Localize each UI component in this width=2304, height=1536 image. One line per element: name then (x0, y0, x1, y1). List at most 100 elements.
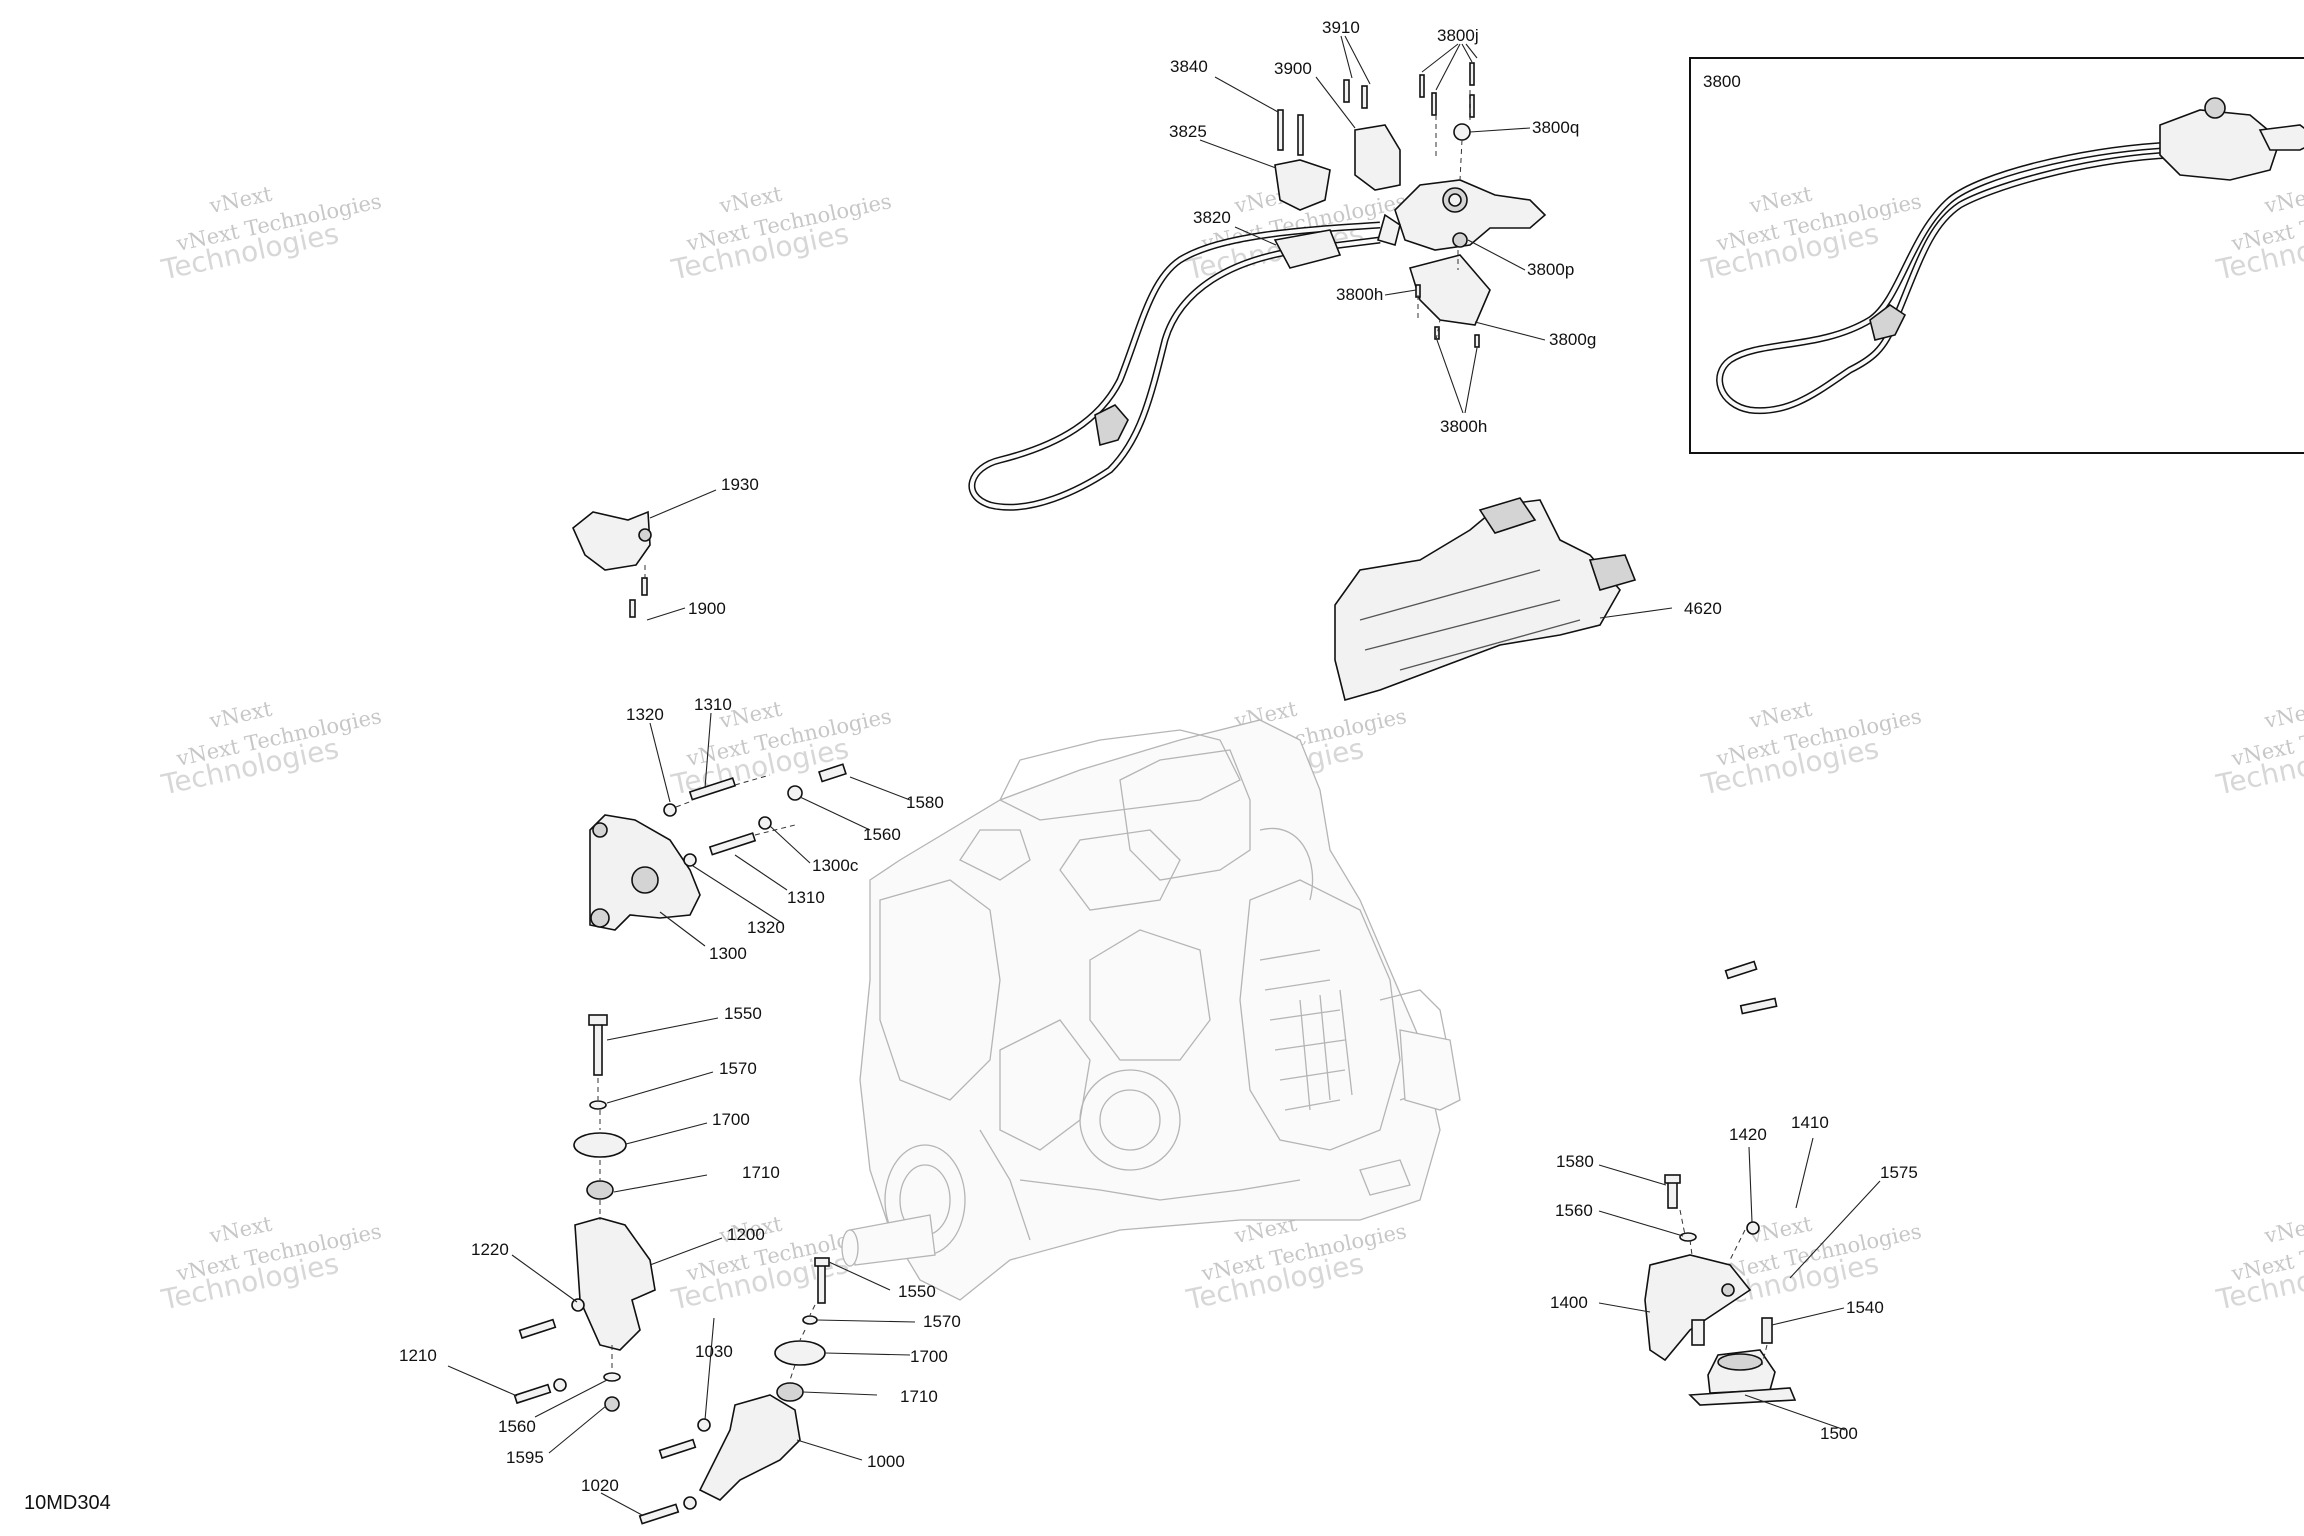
bolt-1310 (688, 777, 737, 801)
harness-cable (1716, 141, 2171, 415)
callout-1930: 1930 (721, 475, 759, 494)
bushing-1710 (586, 1180, 614, 1200)
watermark-text: vNext (2261, 1212, 2304, 1249)
nut-1300c (758, 816, 772, 830)
mount-1400-group (1644, 960, 1797, 1406)
module-body (1334, 499, 1621, 701)
mount-1000 (698, 1394, 801, 1501)
callout-3800g: 3800g (1549, 330, 1596, 349)
watermark: vNext vNext Technologies Technologies (2213, 1212, 2304, 1317)
module-4620 (1334, 497, 1637, 701)
washer-1560 (1679, 1232, 1697, 1242)
callout-3910: 3910 (1322, 18, 1360, 37)
sensor-3820 (1273, 229, 1342, 269)
holder-3825 (1274, 159, 1331, 211)
callout-3800j: 3800j (1437, 26, 1479, 45)
bolt-1410 (1739, 997, 1778, 1015)
callout-1570: 1570 (923, 1312, 961, 1331)
watermark: vNext vNext Technologies Technologies (1698, 182, 1924, 287)
watermark: vNext vNext Technologies Technologies (158, 182, 384, 287)
callout-3800q: 3800q (1532, 118, 1579, 137)
bolt-1030 (658, 1438, 697, 1460)
washer-1420 (1746, 1221, 1760, 1235)
inset-frame (1689, 57, 2304, 454)
callout-1000: 1000 (867, 1452, 905, 1471)
inset-panel: 3800 (1689, 57, 2304, 454)
leader-lines (447, 35, 1881, 1516)
callout-1550: 1550 (898, 1282, 936, 1301)
callout-1710: 1710 (742, 1163, 780, 1182)
callout-1580: 1580 (906, 793, 944, 812)
callout-1700: 1700 (712, 1110, 750, 1129)
bolt-1550 (593, 1019, 603, 1076)
throttle-housing (2159, 109, 2281, 181)
callout-1560: 1560 (863, 825, 901, 844)
watermark-text: vNext (2261, 182, 2304, 219)
callout-1410: 1410 (1791, 1113, 1829, 1132)
callout-1320: 1320 (626, 705, 664, 724)
watermark: vNext vNext Technologies Technologies (1698, 697, 1924, 802)
callout-labels: 3910 3800j 3840 3900 3800q 3825 3820 380… (399, 18, 1918, 1495)
callout-1560: 1560 (1555, 1201, 1593, 1220)
callout-1700: 1700 (910, 1347, 948, 1366)
callout-1710: 1710 (900, 1387, 938, 1406)
washer-1700 (573, 1132, 627, 1158)
screw-3910 (1343, 79, 1350, 103)
watermark: vNext vNext Technologies Technologies (158, 1212, 384, 1317)
bolt-1540 (1761, 1317, 1773, 1344)
callout-1400: 1400 (1550, 1293, 1588, 1312)
callout-1900: 1900 (688, 599, 726, 618)
cable-clip (1094, 404, 1129, 447)
mount-1300-group (589, 763, 847, 931)
washer-1570 (589, 1100, 607, 1110)
washer-1700 (774, 1340, 826, 1366)
throttle-assembly (968, 62, 1547, 511)
callout-1580: 1580 (1556, 1152, 1594, 1171)
callout-1300: 1300 (709, 944, 747, 963)
bracket-3800g (1408, 254, 1491, 326)
washer-1570 (802, 1315, 818, 1325)
callout-3800h: 3800h (1440, 417, 1487, 436)
diagram-code: 10MD304 (24, 1492, 111, 1514)
bolt-1575 (1724, 960, 1758, 980)
washer-1320 (663, 803, 677, 817)
callout-1310: 1310 (694, 695, 732, 714)
callout-1030: 1030 (695, 1342, 733, 1361)
bracket-1930 (572, 510, 651, 571)
watermark: vNext vNext Technologies Technologies (2213, 697, 2304, 802)
callout-1220: 1220 (471, 1240, 509, 1259)
mount-1200-group (513, 1014, 656, 1412)
bracket-1930-group (572, 510, 652, 618)
nut-1595 (604, 1396, 620, 1412)
throttle-body (1394, 179, 1547, 251)
callout-3900: 3900 (1274, 59, 1312, 78)
callout-1570: 1570 (719, 1059, 757, 1078)
screw-1900 (641, 577, 648, 596)
callout-1320: 1320 (747, 918, 785, 937)
callout-3800p: 3800p (1527, 260, 1574, 279)
nut-3800q (1453, 123, 1471, 141)
callout-1595: 1595 (506, 1448, 544, 1467)
watermark: vNext vNext Technologies Technologies (158, 697, 384, 802)
mount-1400 (1644, 1254, 1752, 1362)
callout-1210: 1210 (399, 1346, 437, 1365)
bolt-1580 (818, 763, 847, 783)
callout-1500: 1500 (1820, 1424, 1858, 1443)
mount-1000-group (638, 1257, 830, 1525)
watermark-text: vNext (2261, 697, 2304, 734)
callout-1560: 1560 (498, 1417, 536, 1436)
bolt-1550 (817, 1262, 826, 1304)
mount-1200 (574, 1217, 656, 1351)
callout-1310: 1310 (787, 888, 825, 907)
clamp-3900 (1354, 124, 1401, 191)
callout-1020: 1020 (581, 1476, 619, 1495)
bolt-1220 (518, 1318, 557, 1340)
washer-3800p (1452, 232, 1468, 248)
throttle-cable (968, 221, 1381, 511)
inset-label: 3800 (1703, 72, 1741, 91)
callout-1540: 1540 (1846, 1298, 1884, 1317)
bolt-1020 (638, 1503, 680, 1525)
bushing-1710 (776, 1382, 804, 1402)
callout-1550: 1550 (724, 1004, 762, 1023)
